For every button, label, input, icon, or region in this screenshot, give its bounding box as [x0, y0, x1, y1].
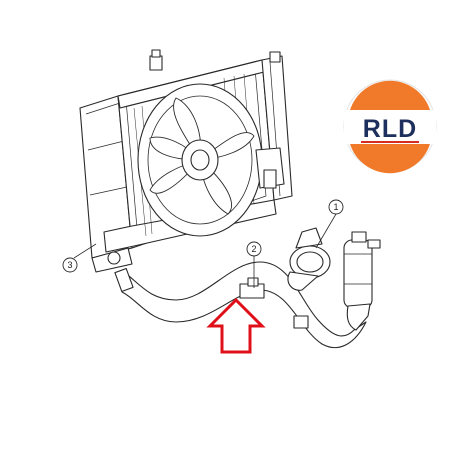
- thermostat-housing: [287, 227, 331, 291]
- callout-1-label: 1: [333, 202, 338, 212]
- fan-assembly: [137, 83, 285, 237]
- radiator-outlet-hose: [114, 261, 367, 349]
- callout-2: 2: [246, 241, 262, 257]
- engine-outlet-pipe: [343, 231, 381, 331]
- callout-leaders: [73, 213, 337, 288]
- rld-logo: RLD: [343, 79, 437, 174]
- callout-3: 3: [62, 257, 78, 273]
- rld-logo-text: RLD: [363, 115, 417, 143]
- callout-2-label: 2: [251, 244, 256, 254]
- callout-1: 1: [328, 199, 344, 215]
- up-arrow-icon: [206, 297, 266, 354]
- callout-3-label: 3: [67, 260, 72, 270]
